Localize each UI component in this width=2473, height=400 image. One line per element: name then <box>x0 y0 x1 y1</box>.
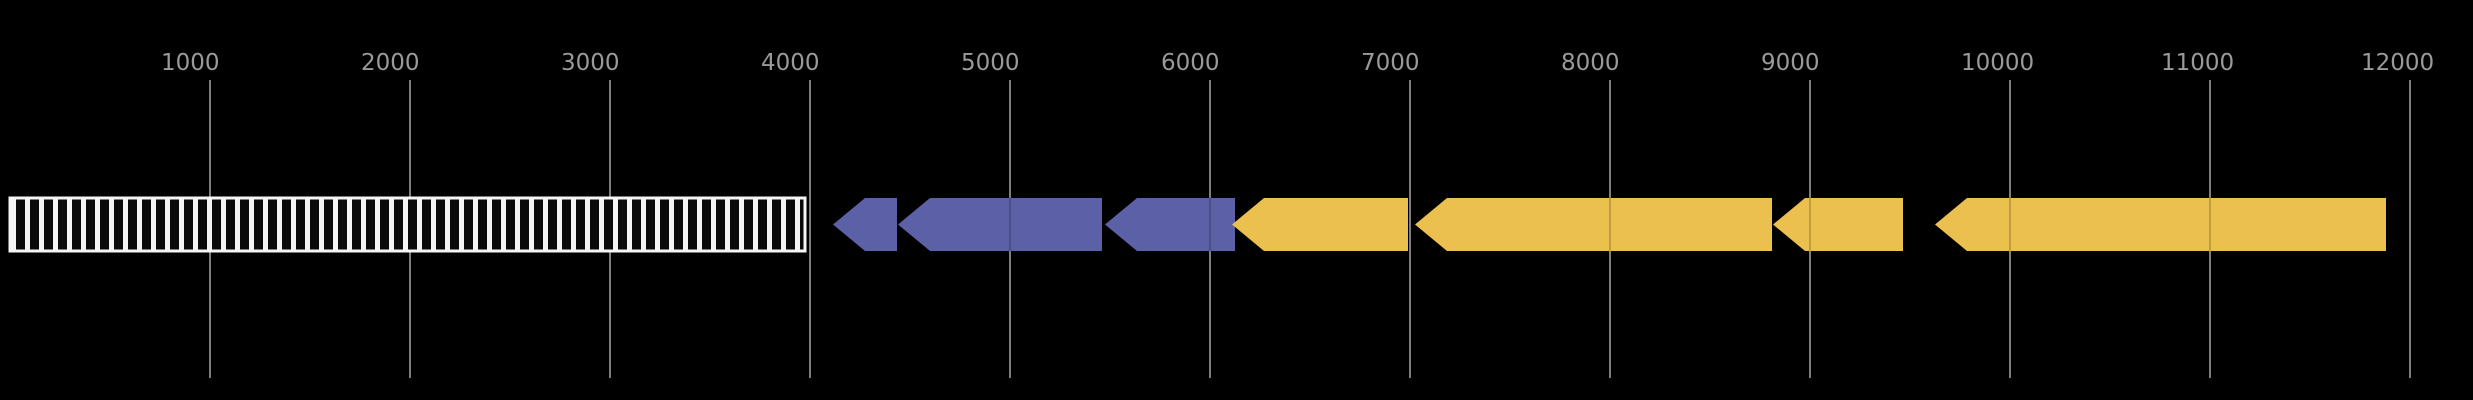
gene-arrow <box>1232 198 1408 251</box>
x-tick-label: 2000 <box>361 50 420 76</box>
x-tick-label: 10000 <box>1961 50 2034 76</box>
x-tick-label: 6000 <box>1161 50 1220 76</box>
gene-arrow <box>898 198 1102 251</box>
gene-arrow <box>1105 198 1235 251</box>
striped-feature-box <box>8 196 807 253</box>
x-tick-label: 8000 <box>1561 50 1620 76</box>
x-tick-label: 3000 <box>561 50 620 76</box>
x-tick-label: 12000 <box>2361 50 2434 76</box>
x-tick-label: 4000 <box>761 50 820 76</box>
x-tick-label: 1000 <box>161 50 220 76</box>
gene-arrow <box>1415 198 1772 251</box>
x-tick-label: 5000 <box>961 50 1020 76</box>
gene-arrow <box>1773 198 1903 251</box>
x-tick-label: 7000 <box>1361 50 1420 76</box>
x-tick-label: 11000 <box>2161 50 2234 76</box>
gene-arrow <box>833 198 897 251</box>
x-tick-label: 9000 <box>1761 50 1820 76</box>
gene-arrow <box>1935 198 2386 251</box>
